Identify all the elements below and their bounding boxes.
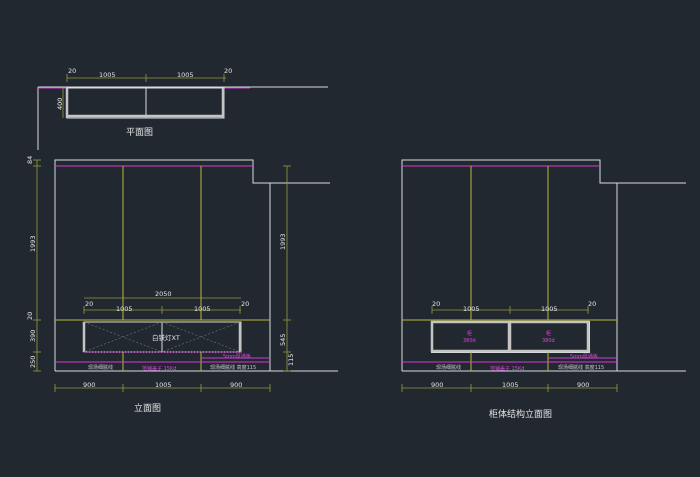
elevation-finish-right: 现场细腻线 高度115	[210, 364, 256, 371]
plan-dim-4: 20	[224, 67, 232, 75]
elevation-seal-label: 5mm厚通板	[223, 353, 251, 360]
elevation-left-dim-4: 390	[29, 330, 37, 342]
structure-bench-dim-4: 20	[588, 300, 596, 308]
structure-bench-dim-1: 20	[432, 300, 440, 308]
elevation-left-dim-5: 250	[29, 356, 37, 368]
plan-view: 20 1005 1005 20 400 平面图	[37, 67, 328, 150]
plan-dim-1: 20	[68, 67, 76, 75]
structure-box-2-label-a: 柜	[546, 330, 551, 337]
elevation-bottom-dim-2: 1005	[155, 381, 172, 389]
structure-bottom-dim-1: 900	[431, 381, 443, 389]
structure-bottom-dim-2: 1005	[502, 381, 519, 389]
plan-dim-3: 1005	[177, 71, 194, 79]
plan-dim-2: 1005	[99, 71, 116, 79]
elevation-light-label: 白铁灯XT	[152, 333, 180, 342]
elevation-title: 立面图	[134, 402, 161, 414]
structure-box-1-label-a: 柜	[467, 330, 472, 337]
elevation-left-dim-2: 1993	[29, 235, 37, 252]
structure-box-2-label-b: 380d	[542, 338, 555, 344]
elevation-finish-left: 现场细腻线	[88, 364, 113, 371]
structure-box-1-label-b: 380d	[463, 338, 476, 344]
elevation-bottom-dim-3: 900	[230, 381, 242, 389]
elevation-right-dim-1: 1993	[279, 233, 287, 250]
structure-box-2	[508, 320, 590, 353]
structure-finish-mid: 地铺盖子 15Kd	[490, 365, 524, 372]
elevation-bottom-dim-1: 900	[83, 381, 95, 389]
elevation-view: 白铁灯XT 5mm厚通板 现场细腻线 地铺盖子 15Kd 现场细腻线 高度115…	[26, 156, 338, 414]
elevation-bench-dim-3: 1005	[194, 305, 211, 313]
elevation-bench-dim-2: 1005	[116, 305, 133, 313]
structure-view: 柜 380d 柜 380d 5mm厚通板 现场细腻线 地铺盖子 15Kd 现场细…	[401, 159, 686, 420]
elevation-right-dim-2: 545	[279, 334, 287, 346]
structure-title: 柜体结构立面图	[489, 408, 552, 420]
elevation-bench-dim-1: 20	[85, 300, 93, 308]
elevation-bench-width: 2050	[155, 290, 172, 298]
structure-finish-left: 现场细腻线	[436, 364, 461, 371]
plan-depth: 400	[56, 98, 64, 110]
elevation-finish-mid: 地铺盖子 15Kd	[142, 365, 176, 372]
elevation-right-dim-3: 115	[287, 354, 295, 366]
structure-bench-dim-2: 1005	[463, 305, 480, 313]
plan-title: 平面图	[126, 127, 153, 138]
structure-bench-dim-3: 1005	[541, 305, 558, 313]
elevation-left-dim-1: 84	[26, 156, 34, 164]
elevation-bench-dim-4: 20	[241, 300, 249, 308]
structure-finish-right: 现场细腻线 高度115	[558, 364, 604, 371]
elevation-left-dim-3: 20	[26, 312, 34, 320]
structure-bottom-dim-3: 900	[577, 381, 589, 389]
structure-seal-label: 5mm厚通板	[570, 353, 598, 360]
